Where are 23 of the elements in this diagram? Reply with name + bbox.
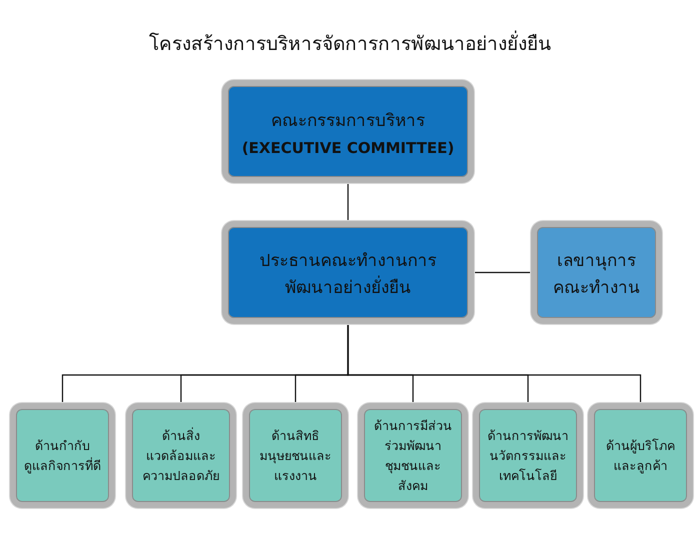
area-box	[243, 403, 348, 508]
connector-line	[347, 324, 642, 403]
committee-box	[531, 221, 662, 324]
area-box	[126, 403, 236, 508]
area-box	[588, 403, 693, 508]
box-label: ด้านสิ่งแวดล้อมและความปลอดภัย	[142, 426, 220, 484]
box-label: คณะกรรมการบริหาร	[271, 110, 425, 133]
box-label: ด้านการพัฒนานวัตกรรมและเทคโนโลยี	[487, 426, 569, 484]
area-box	[10, 403, 115, 508]
connector-line	[474, 272, 531, 274]
box-label: เลขานุการคณะทำงาน	[552, 250, 641, 300]
box-label: ประธานคณะทำงานการพัฒนาอย่างยั่งยืน	[258, 250, 438, 300]
box-label: ด้านการมีส่วนร่วมพัฒนาชุมชนและสังคม	[373, 416, 453, 494]
box-label: ด้านสิทธิมนุษยชนและแรงงาน	[258, 426, 332, 484]
box-subtitle: (EXECUTIVE COMMITTEE)	[242, 139, 454, 157]
diagram-title: โครงสร้างการบริหารจัดการการพัฒนาอย่างยั่งยืน	[0, 28, 700, 58]
box-label: ด้านกำกับดูแลกิจการที่ดี	[24, 436, 101, 476]
committee-box	[222, 80, 474, 183]
connector-line	[347, 183, 349, 221]
area-box	[473, 403, 583, 508]
box-label: ด้านผู้บริโภคและลูกค้า	[605, 436, 676, 476]
committee-box	[222, 221, 474, 324]
area-box	[358, 403, 468, 508]
